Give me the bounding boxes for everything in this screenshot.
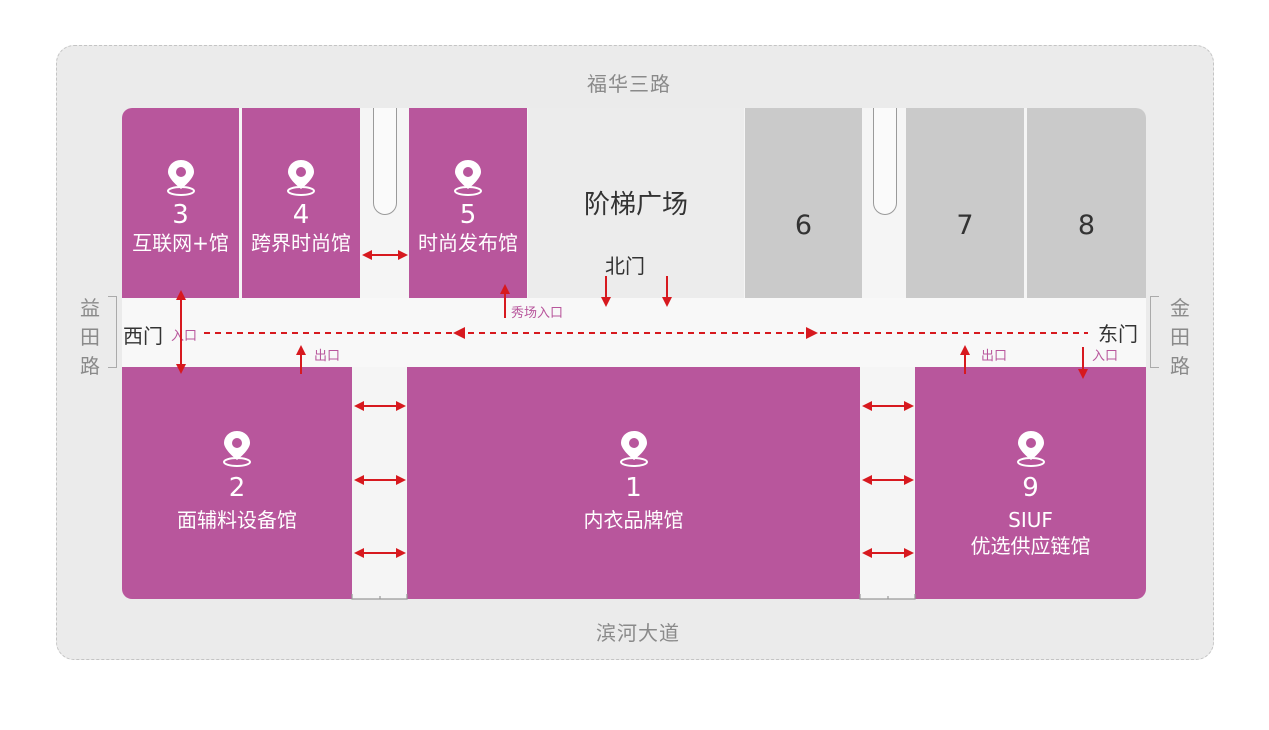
hall-2[interactable]: 2 面辅料设备馆	[122, 367, 352, 599]
hall-number: 6	[794, 210, 813, 241]
plaza-name: 阶梯广场	[583, 190, 688, 220]
stair-plaza: 阶梯广场	[528, 108, 744, 298]
hall-5[interactable]: 5 时尚发布馆	[409, 108, 527, 298]
location-pin-icon	[619, 431, 648, 467]
west-exit-tag: 出口	[314, 349, 341, 364]
hall-1[interactable]: 1 内衣品牌馆	[407, 367, 860, 599]
road-east-label: 金 田 路	[1168, 294, 1192, 381]
hall-name-secondary: 优选供应链馆	[970, 534, 1091, 558]
road-east-char: 金	[1170, 296, 1190, 320]
hall-number: 9	[1022, 473, 1039, 503]
hall-name: 跨界时尚馆	[251, 231, 351, 255]
walkway-marker	[873, 108, 897, 215]
north-door-label: 北门	[605, 254, 645, 278]
hall-4[interactable]: 4 跨界时尚馆	[242, 108, 360, 298]
hall-number: 5	[459, 200, 477, 230]
location-pin-icon	[454, 160, 482, 196]
hall-9[interactable]: 9 SIUF 优选供应链馆	[915, 367, 1146, 599]
hall-7[interactable]: 7	[906, 108, 1024, 298]
location-pin-icon	[223, 431, 251, 467]
road-east-char: 路	[1170, 354, 1190, 378]
west-road-bracket	[108, 296, 117, 368]
east-road-bracket	[1150, 296, 1159, 368]
hall-name: 面辅料设备馆	[177, 508, 297, 532]
road-west-char: 路	[80, 354, 100, 378]
road-west-label: 益 田 路	[78, 294, 102, 381]
location-pin-icon	[287, 160, 315, 196]
hall-name: 互联网+馆	[132, 231, 229, 255]
hall-number: 8	[1077, 210, 1096, 241]
road-east-char: 田	[1170, 325, 1190, 349]
east-exit-tag: 出口	[981, 349, 1008, 364]
arrow-icon	[453, 327, 465, 339]
road-west-char: 益	[80, 296, 100, 320]
show-entrance-tag: 秀场入口	[511, 306, 564, 321]
hall-number: 2	[228, 473, 246, 503]
hall-number: 3	[172, 200, 189, 230]
walkway-end-mark	[859, 594, 916, 600]
location-pin-icon	[166, 160, 195, 196]
walkway-end-mark	[351, 594, 408, 600]
hall-name: 时尚发布馆	[418, 231, 518, 255]
hall-3[interactable]: 3 互联网+馆	[122, 108, 239, 298]
road-north-label: 福华三路	[587, 72, 671, 96]
east-entrance-tag: 入口	[1092, 349, 1119, 364]
road-west-char: 田	[80, 325, 100, 349]
arrow-icon	[806, 327, 818, 339]
west-door-label: 西门	[123, 324, 163, 348]
location-pin-icon	[1016, 431, 1045, 467]
walkway-marker	[373, 108, 397, 215]
hall-8[interactable]: 8	[1027, 108, 1146, 298]
hall-number: 4	[292, 200, 310, 230]
hall-number: 1	[625, 473, 642, 503]
hall-6[interactable]: 6	[745, 108, 862, 298]
east-door-label: 东门	[1098, 322, 1138, 346]
hall-name: SIUF	[1008, 508, 1053, 532]
hall-name: 内衣品牌馆	[583, 508, 684, 532]
hall-number: 7	[956, 210, 974, 241]
road-south-label: 滨河大道	[596, 621, 680, 645]
